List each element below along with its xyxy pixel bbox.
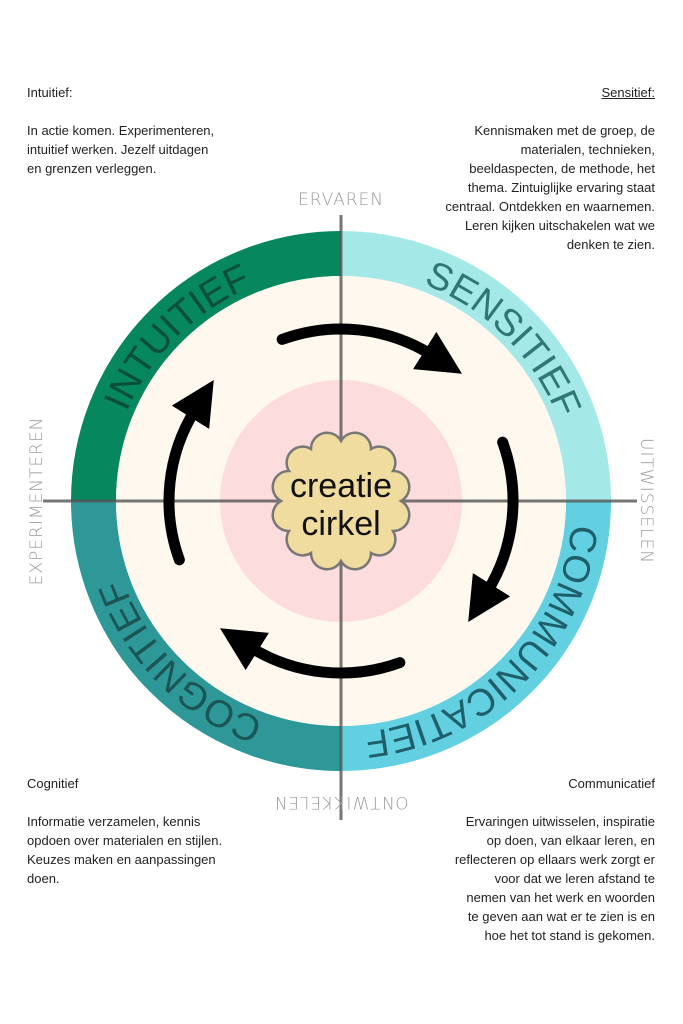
- paragraph-line: thema. Zintuiglijke ervaring staat: [467, 180, 655, 195]
- paragraph-line: opdoen over materialen en stijlen.: [27, 833, 223, 848]
- paragraph-line: reflecteren op ellaars werk zorgt er: [454, 852, 655, 867]
- axis-label-left: EXPERIMENTEREN: [27, 417, 47, 586]
- text-block-cognitief: Cognitief Informatie verzamelen, kennis o…: [27, 774, 222, 888]
- text-block-intuitief: Intuitief: In actie komen. Experimentere…: [27, 83, 214, 178]
- ring-segment-communicatief: [340, 500, 611, 771]
- cycle-arrows: [163, 323, 519, 679]
- arrow-top-icon: [276, 323, 463, 374]
- paragraph-line: materialen, technieken,: [520, 142, 655, 157]
- paragraph-line: beeldaspecten, de methode, het: [469, 161, 655, 176]
- paragraph-line: Ervaringen uitwisselen, inspiratie: [465, 814, 655, 829]
- paragraph-line: centraal. Ontdekken en waarnemen.: [445, 199, 655, 214]
- axis-label-top: ERVAREN: [298, 190, 384, 210]
- block-title: Communicatief: [568, 776, 655, 791]
- paragraph-line: voor dat we leren afstand te: [494, 871, 655, 886]
- paragraph-line: intuitief werken. Jezelf uitdagen: [27, 142, 209, 157]
- text-block-sensitief: Sensitief: Kennismaken met de groep, de m…: [445, 83, 655, 254]
- axis-label-right: UITWISSELEN: [636, 438, 656, 564]
- paragraph-line: Informatie verzamelen, kennis: [27, 814, 201, 829]
- block-title: Cognitief: [27, 776, 79, 791]
- paragraph-line: en grenzen verleggen.: [27, 161, 157, 176]
- center-flower: [271, 431, 411, 571]
- paragraph-line: hoe het tot stand is gekomen.: [484, 928, 655, 943]
- paragraph-line: te geven aan wat er te zien is en: [467, 909, 655, 924]
- text-block-communicatief: Communicatief Ervaringen uitwisselen, in…: [455, 774, 655, 945]
- arrow-right-icon: [468, 436, 519, 623]
- paragraph-line: doen.: [27, 871, 60, 886]
- arrow-left-icon: [163, 379, 214, 566]
- paragraph-line: nemen van het werk en woorden: [466, 890, 655, 905]
- ring-segment-cognitief: [71, 500, 342, 771]
- block-title: Intuitief:: [27, 85, 73, 100]
- paragraph-line: In actie komen. Experimenteren,: [27, 123, 215, 138]
- paragraph-line: Keuzes maken en aanpassingen: [27, 852, 216, 867]
- ring-segment-sensitief: [340, 231, 611, 502]
- outer-ring: [71, 231, 611, 771]
- axis-label-bottom: ONTWIKKELEN: [273, 792, 408, 812]
- center-title-line1: creatie: [290, 467, 392, 505]
- paragraph-line: Kennismaken met de groep, de: [474, 123, 655, 138]
- paragraph-line: op doen, van elkaar leren, en: [486, 833, 655, 848]
- block-title: Sensitief:: [601, 85, 655, 100]
- paragraph-line: Leren kijken uitschakelen wat we: [464, 218, 655, 233]
- paragraph-line: denken te zien.: [566, 237, 655, 252]
- arrow-bottom-icon: [219, 628, 406, 679]
- center-title-line2: cirkel: [301, 505, 380, 543]
- ring-segment-intuitief: [71, 231, 342, 502]
